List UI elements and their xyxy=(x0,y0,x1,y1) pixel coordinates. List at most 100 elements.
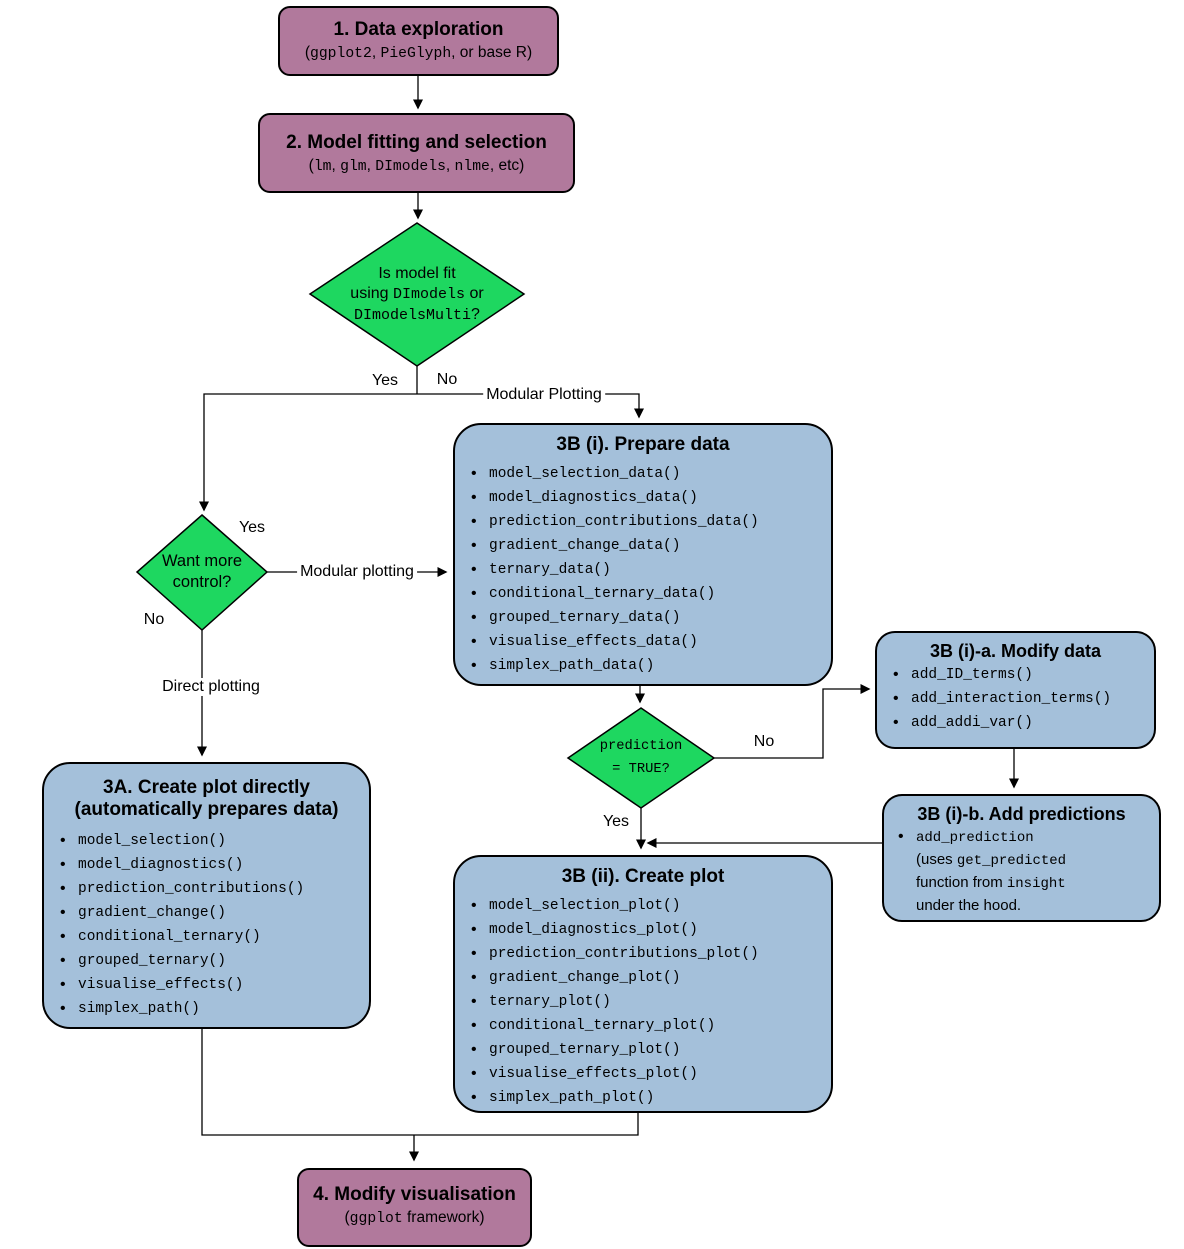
node-3bii: 3B (ii). Create plot model_selection_plo… xyxy=(453,855,833,1113)
function-list-item: grouped_ternary_plot() xyxy=(471,1038,831,1062)
node-step1-title: 1. Data exploration xyxy=(333,19,504,40)
function-list-item: gradient_change_plot() xyxy=(471,966,831,990)
decision2-text: Want more control? xyxy=(142,541,262,603)
function-list-item: prediction_contributions_plot() xyxy=(471,942,831,966)
function-list-item: gradient_change() xyxy=(60,901,369,925)
text-segment: , xyxy=(445,157,455,174)
node-3a-title-line1: 3A. Create plot directly xyxy=(103,777,310,798)
text-segment: using xyxy=(350,285,393,303)
edge-label-modular-plotting-top: Modular Plotting xyxy=(483,386,605,404)
text-segment: PieGlyph xyxy=(380,46,452,62)
function-list-item: prediction_contributions() xyxy=(60,877,369,901)
text-segment: insight xyxy=(1006,876,1066,892)
function-list-item: model_selection_plot() xyxy=(471,894,831,918)
text-segment: or xyxy=(465,285,484,303)
function-list-item: add_addi_var() xyxy=(893,711,1154,735)
node-3bia-list: add_ID_terms()add_interaction_terms()add… xyxy=(877,663,1154,735)
node-step4-subtitle: (ggplot framework) xyxy=(299,1208,530,1229)
node-step4-title: 4. Modify visualisation xyxy=(313,1184,516,1205)
node-step2-subtitle: (lm, glm, DImodels, nlme, etc) xyxy=(260,156,573,177)
text-segment: (uses xyxy=(916,851,957,868)
edge-label-decision2-no: No xyxy=(143,611,165,628)
node-3bib-title: 3B (i)-b. Add predictions xyxy=(917,804,1126,824)
node-3bii-title: 3B (ii). Create plot xyxy=(561,866,725,887)
edge-decision3-no-to-3bia xyxy=(714,684,871,759)
edge-label-decision3-no: No xyxy=(753,733,775,750)
function-list-item: simplex_path_data() xyxy=(471,654,831,678)
function-list-item: visualise_effects_plot() xyxy=(471,1062,831,1086)
function-list-item: ternary_data() xyxy=(471,558,831,582)
decision1-shape xyxy=(308,222,526,367)
function-list-item: ternary_plot() xyxy=(471,990,831,1014)
function-list-item: add_interaction_terms() xyxy=(893,687,1154,711)
text-segment: DImodelsMulti xyxy=(354,307,472,324)
edge-3a-3bii-merge xyxy=(201,1029,639,1136)
function-list-item: simplex_path() xyxy=(60,997,369,1021)
function-list-item: visualise_effects_data() xyxy=(471,630,831,654)
text-segment: = TRUE? xyxy=(612,762,670,777)
node-3a: 3A. Create plot directly (automatically … xyxy=(42,762,371,1029)
text-segment: ggplot xyxy=(349,1211,403,1227)
text-segment: DImodels xyxy=(393,286,466,304)
function-list-item: grouped_ternary() xyxy=(60,949,369,973)
decision2-shape xyxy=(135,514,269,632)
text-segment: nlme xyxy=(454,159,490,175)
node-3bi: 3B (i). Prepare data model_selection_dat… xyxy=(453,423,833,686)
text-segment: ( xyxy=(344,1209,350,1226)
text-segment: Is model fit xyxy=(378,265,456,283)
function-list-item: gradient_change_data() xyxy=(471,534,831,558)
text-segment: control? xyxy=(172,573,232,591)
function-list-item: model_selection_data() xyxy=(471,462,831,486)
node-3bia: 3B (i)-a. Modify data add_ID_terms()add_… xyxy=(875,631,1156,749)
text-segment: , xyxy=(371,44,381,61)
function-list-item: simplex_path_plot() xyxy=(471,1086,831,1110)
node-3bi-list: model_selection_data()model_diagnostics_… xyxy=(455,462,831,678)
decision3-shape xyxy=(566,707,716,809)
function-list-item: conditional_ternary_data() xyxy=(471,582,831,606)
function-list-item: add_ID_terms() xyxy=(893,663,1154,687)
node-step1: 1. Data exploration (ggplot2, PieGlyph, … xyxy=(278,6,559,76)
edge-label-decision1-yes: Yes xyxy=(371,372,399,389)
edge-decision1-yes-to-decision2 xyxy=(199,393,417,512)
decision3-text: prediction = TRUE? xyxy=(571,729,711,787)
edge-label-direct-plotting: Direct plotting xyxy=(159,678,263,696)
function-list-item: visualise_effects() xyxy=(60,973,369,997)
edge-label-decision2-yes: Yes xyxy=(238,519,266,536)
function-list-item: prediction_contributions_data() xyxy=(471,510,831,534)
text-segment: ggplot2 xyxy=(310,46,372,62)
node-step2: 2. Model fitting and selection (lm, glm,… xyxy=(258,113,575,193)
node-step4: 4. Modify visualisation (ggplot framewor… xyxy=(297,1168,532,1247)
node-3bia-title: 3B (i)-a. Modify data xyxy=(929,641,1101,661)
function-list-item: grouped_ternary_data() xyxy=(471,606,831,630)
text-segment: Want more xyxy=(161,552,243,571)
node-3bib: 3B (i)-b. Add predictions add_prediction… xyxy=(882,794,1161,922)
node-3bi-title: 3B (i). Prepare data xyxy=(556,434,730,455)
node-3a-title-line2: (automatically prepares data) xyxy=(74,799,339,820)
text-segment: get_predicted xyxy=(956,853,1067,869)
function-list-item: model_diagnostics() xyxy=(60,853,369,877)
text-segment: ( xyxy=(308,157,314,174)
function-list-item: model_diagnostics_data() xyxy=(471,486,831,510)
text-segment: framework) xyxy=(402,1209,485,1226)
function-list-item: conditional_ternary() xyxy=(60,925,369,949)
text-segment: add_prediction xyxy=(916,830,1034,846)
node-3bii-list: model_selection_plot()model_diagnostics_… xyxy=(455,894,831,1110)
edge-label-modular-plotting-mid: Modular plotting xyxy=(297,563,417,581)
edge-label-decision1-no: No xyxy=(436,371,458,388)
edge-label-decision3-yes: Yes xyxy=(602,813,630,830)
text-segment: ( xyxy=(304,44,311,61)
text-segment: , or base R) xyxy=(451,44,533,61)
text-segment: , xyxy=(366,157,376,174)
text-segment: prediction xyxy=(599,738,683,754)
text-segment: ? xyxy=(471,306,480,323)
node-step1-subtitle: (ggplot2, PieGlyph, or base R) xyxy=(280,43,557,64)
node-3bib-item: add_prediction(uses get_predictedfunctio… xyxy=(894,826,1159,916)
node-3a-list: model_selection()model_diagnostics()pred… xyxy=(44,829,369,1021)
text-segment: glm xyxy=(340,159,367,175)
text-segment: lm xyxy=(313,159,332,175)
text-segment: , xyxy=(331,157,341,174)
text-segment: DImodels xyxy=(375,159,446,175)
